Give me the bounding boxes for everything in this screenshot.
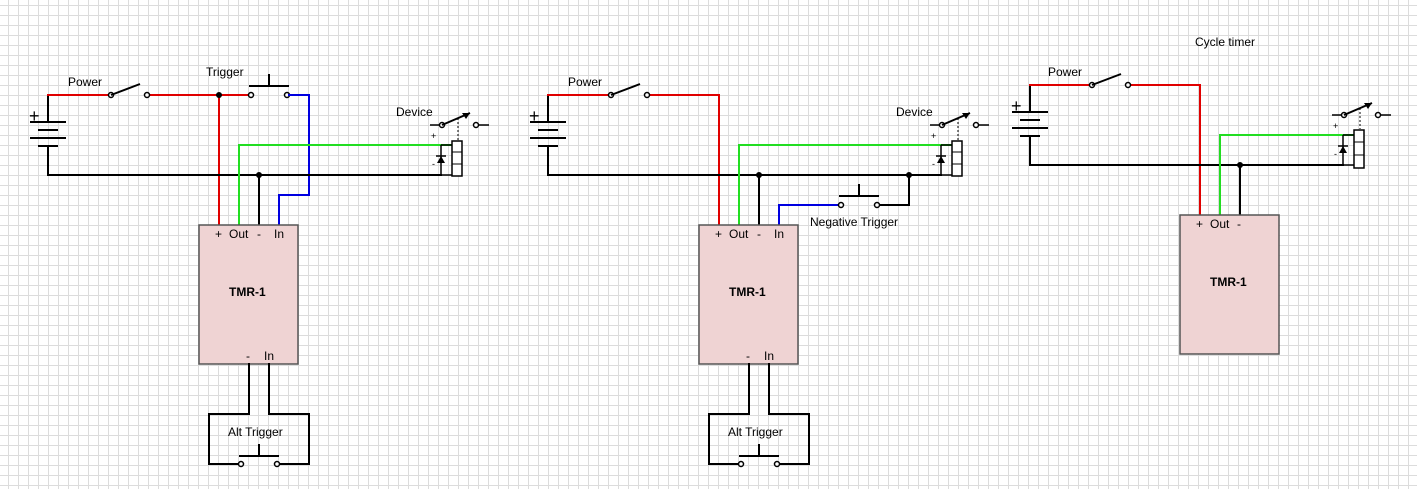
relay-minus-sign: - (1334, 149, 1337, 159)
timer-module-box (1179, 214, 1280, 355)
timer-bottom-pin-minus: - (746, 349, 750, 363)
alt-trigger-pushbutton-icon (737, 444, 781, 468)
junction-dot (906, 172, 912, 178)
battery-icon (1012, 85, 1048, 165)
timer-module-box (698, 224, 799, 365)
output-wire (1219, 134, 1355, 216)
alt-trigger-wire (268, 363, 310, 465)
device-label: Device (396, 105, 433, 119)
diagram-cycle-timer: Cycle timer + Power (1011, 35, 1391, 355)
timer-pin-plus: + (215, 227, 222, 241)
trigger-wire (278, 94, 310, 226)
battery-plus-sign: + (29, 106, 40, 126)
output-wire (238, 144, 453, 226)
power-switch-icon (107, 83, 151, 99)
junction-dot (256, 172, 262, 178)
power-switch-icon (607, 83, 651, 99)
power-wire (646, 94, 720, 226)
timer-pin-minus: - (257, 227, 261, 241)
cycle-timer-title: Cycle timer (1195, 35, 1255, 49)
negative-trigger-pushbutton-icon (837, 184, 881, 209)
relay-plus-sign: + (1333, 121, 1338, 131)
relay-minus-sign: - (432, 159, 435, 169)
timer-label: TMR-1 (1210, 275, 1247, 289)
timer-pin-plus: + (715, 227, 722, 241)
relay-plus-sign: + (931, 131, 936, 141)
timer-pin-out: Out (229, 227, 249, 241)
output-wire (738, 144, 953, 226)
relay-icon (430, 112, 489, 177)
relay-plus-sign: + (431, 131, 436, 141)
alt-trigger-label: Alt Trigger (228, 425, 283, 439)
alt-trigger-wire (708, 363, 750, 465)
junction-dot (1237, 162, 1243, 168)
timer-pin-in: In (274, 227, 284, 241)
diagram-trigger: + Power Trigger (29, 65, 489, 468)
diagram-negative-trigger: + Power Negative Trigger (529, 75, 989, 468)
alt-trigger-wire (208, 363, 250, 465)
alt-trigger-wire (768, 363, 810, 465)
relay-minus-sign: - (932, 159, 935, 169)
relay-icon (930, 112, 989, 177)
battery-icon (530, 95, 566, 175)
timer-pin-minus: - (1237, 217, 1241, 231)
junction-dot (216, 92, 222, 98)
timer-bottom-pin-in: In (264, 349, 274, 363)
power-label: Power (1048, 65, 1082, 79)
battery-plus-sign: + (1011, 96, 1022, 116)
power-switch-icon (1088, 73, 1132, 89)
timer-pin-out: Out (729, 227, 749, 241)
timer-pin-in: In (774, 227, 784, 241)
negative-trigger-ground-wire (878, 174, 910, 206)
alt-trigger-pushbutton-icon (237, 444, 281, 468)
relay-icon (1332, 102, 1391, 169)
trigger-label: Trigger (206, 65, 244, 79)
battery-icon (30, 95, 66, 175)
device-label: Device (896, 105, 933, 119)
timer-pin-out: Out (1210, 217, 1230, 231)
trigger-pushbutton-icon (247, 74, 291, 99)
timer-pin-plus: + (1196, 217, 1203, 231)
alt-trigger-label: Alt Trigger (728, 425, 783, 439)
timer-pin-minus: - (757, 227, 761, 241)
junction-dot (756, 172, 762, 178)
timer-label: TMR-1 (229, 285, 266, 299)
power-wire (1127, 84, 1201, 216)
power-label: Power (68, 75, 102, 89)
timer-bottom-pin-minus: - (246, 349, 250, 363)
battery-plus-sign: + (529, 106, 540, 126)
timer-label: TMR-1 (729, 285, 766, 299)
power-label: Power (568, 75, 602, 89)
timer-module-box (198, 224, 299, 365)
negative-trigger-wire (778, 204, 840, 226)
negative-trigger-label: Negative Trigger (810, 215, 898, 229)
timer-bottom-pin-in: In (764, 349, 774, 363)
